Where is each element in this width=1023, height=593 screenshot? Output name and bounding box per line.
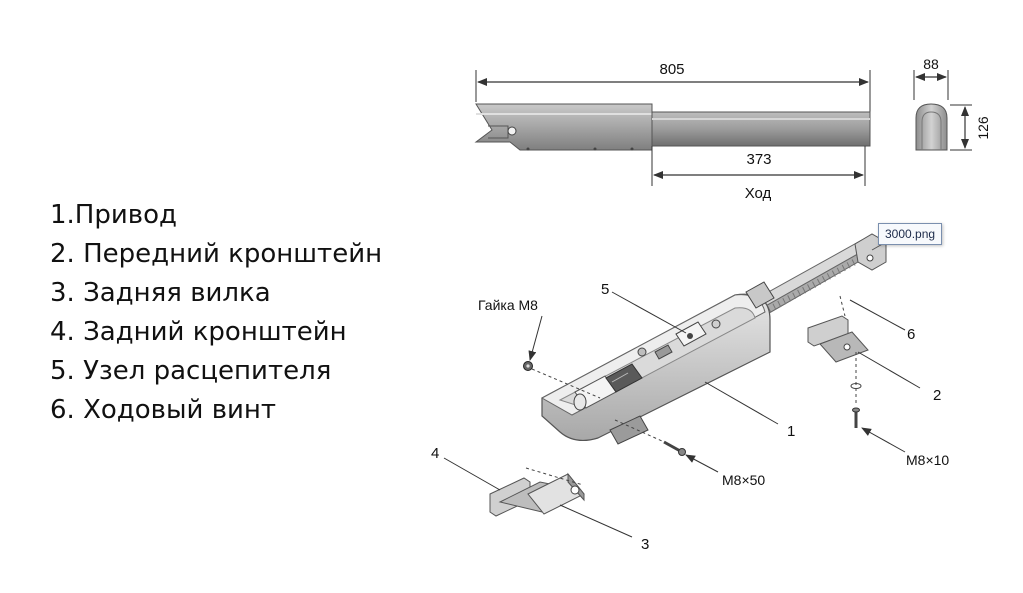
overall-length-label: 805 [659,61,684,78]
front-bracket [807,315,869,363]
legend-item-front-bracket: 2. Передний кронштейн [50,239,383,269]
actuator-housing [540,281,775,445]
lead-screw [744,233,887,321]
fastener-bolt-m8x10 [850,383,862,428]
side-view: 805 373 Ход [474,61,871,202]
stroke-caption: Ход [745,185,772,202]
bolt-m8x10-label: M8×10 [906,452,949,468]
callout-4: 4 [431,445,439,462]
callout-3: 3 [641,536,649,553]
legend-item-rear-bracket: 4. Задний кронштейн [50,317,347,347]
bolt-m8x50-label: M8×50 [722,472,765,488]
parts-legend: 1.Привод 2. Передний кронштейн 3. Задняя… [50,196,382,430]
height-label: 126 [975,116,991,140]
actuator-rear-tube [474,103,653,151]
filename-tooltip: 3000.png [878,223,943,245]
legend-item-drive: 1.Привод [50,200,177,230]
exploded-view: 5 6 2 1 4 3 Гайка M8 M8×50 M8×10 [431,233,949,553]
fastener-bolt-m8x50 [663,440,686,456]
callout-5: 5 [601,281,609,298]
callout-1: 1 [787,423,795,440]
profile-cross-section [915,103,948,151]
width-label: 88 [923,56,939,72]
legend-item-release-unit: 5. Узел расцепителя [50,356,332,386]
legend-item-rear-fork: 3. Задняя вилка [50,278,271,308]
legend-item-lead-screw: 6. Ходовый винт [50,395,277,425]
fastener-nut-m8 [523,361,533,371]
rear-fork [527,472,585,515]
end-view: 88 126 [913,56,991,151]
stroke-length-label: 373 [746,151,771,168]
actuator-front-tube [651,111,871,147]
callout-2: 2 [933,387,941,404]
nut-m8-label: Гайка M8 [478,297,538,313]
callout-6: 6 [907,326,915,343]
